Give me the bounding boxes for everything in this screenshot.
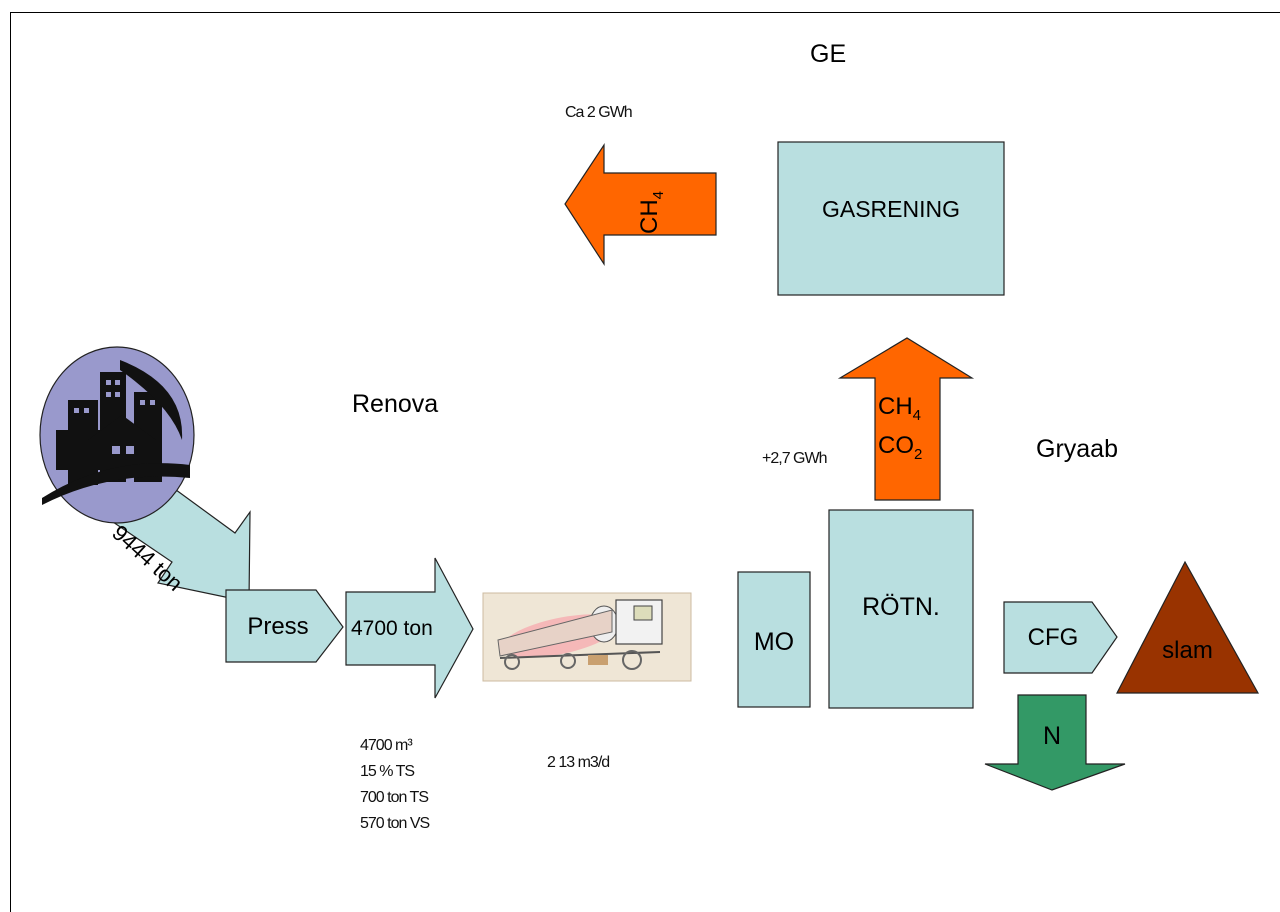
biogas-energy: +2,7 GWh xyxy=(762,450,826,468)
region-ge: GE xyxy=(810,40,846,69)
transport-volume: 2 13 m3/d xyxy=(547,754,609,772)
n-label: N xyxy=(1018,722,1086,751)
press-stat-ts-ton: 700 ton TS xyxy=(360,785,429,811)
press-stat-ts-pct: 15 % TS xyxy=(360,759,429,785)
press-stats: 4700 m³ 15 % TS 700 ton TS 570 ton VS xyxy=(360,733,429,837)
region-gryaab: Gryaab xyxy=(1036,435,1118,464)
slam-label: slam xyxy=(1117,637,1258,665)
ch4-arrow-label: CH4 xyxy=(636,191,667,234)
region-renova: Renova xyxy=(352,390,438,419)
rotn-label: RÖTN. xyxy=(829,593,973,622)
methane-energy: Ca 2 GWh xyxy=(565,104,632,122)
slam-triangle xyxy=(1117,562,1258,693)
city-icon xyxy=(40,347,194,523)
tanker-truck-icon xyxy=(483,593,691,681)
cfg-label: CFG xyxy=(1004,624,1102,652)
press-label: Press xyxy=(228,613,328,641)
gasrening-label: GASRENING xyxy=(778,196,1004,223)
pressed-arrow-label: 4700 ton xyxy=(351,617,433,641)
biogas-arrow-label: CH4 CO2 xyxy=(878,392,922,470)
mo-label: MO xyxy=(738,628,810,657)
press-stat-vs-ton: 570 ton VS xyxy=(360,811,429,837)
press-stat-volume: 4700 m³ xyxy=(360,733,429,759)
